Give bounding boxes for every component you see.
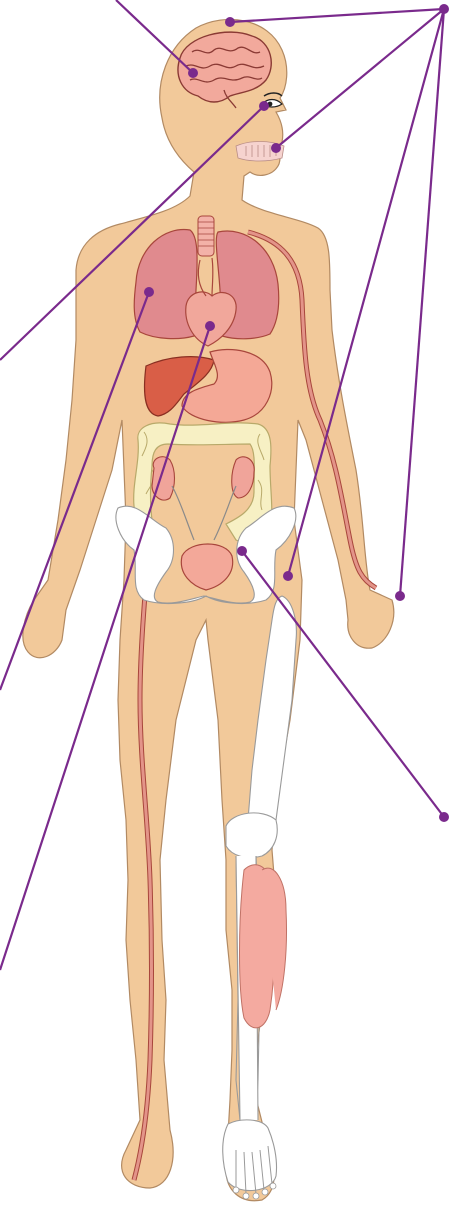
dot-right-end [439,812,449,822]
dot-teeth [271,143,281,153]
dot-brain [188,68,198,78]
dot-skull [225,17,235,27]
head [23,19,394,1200]
dot-eye [259,101,269,111]
body-silhouette [23,19,394,1200]
dot-hip [283,571,293,581]
dot-hub [439,4,449,14]
dot-lungs [144,287,154,297]
leader-skull [230,9,444,22]
dot-intestine [237,546,247,556]
leader-hand [400,9,444,596]
dot-heart [205,321,215,331]
calf-muscle [240,865,287,1028]
dot-hand [395,591,405,601]
trachea [198,216,214,256]
leader-brain [116,0,193,73]
leader-teeth [276,9,444,148]
